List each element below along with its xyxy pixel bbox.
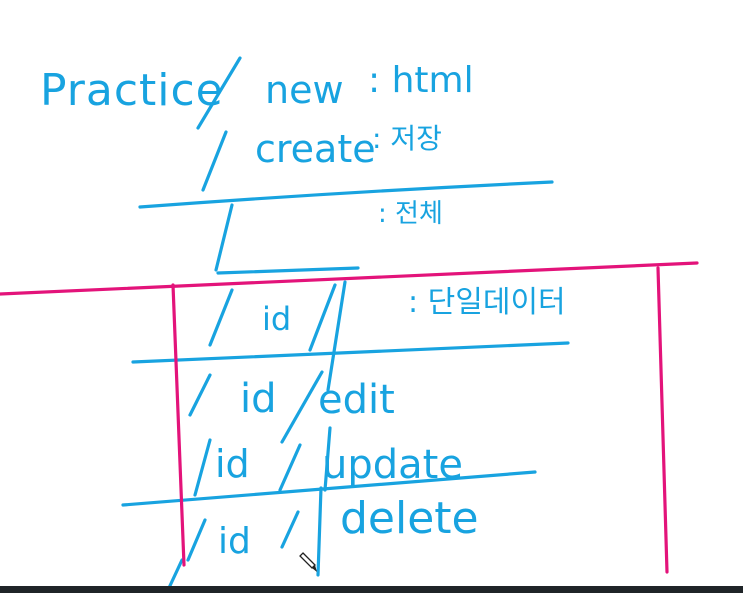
slash-stroke bbox=[323, 426, 332, 492]
divider-line bbox=[131, 341, 570, 364]
id-update-label: id bbox=[215, 442, 250, 486]
id-delete-label: id bbox=[218, 521, 251, 562]
save-label: : 저장 bbox=[372, 122, 442, 155]
update-label: update bbox=[322, 442, 463, 488]
slash-stroke bbox=[214, 203, 234, 272]
slash-stroke bbox=[188, 373, 212, 417]
slash-stroke bbox=[201, 130, 228, 192]
edit-label: edit bbox=[318, 377, 395, 423]
pen-cursor-icon bbox=[299, 552, 317, 572]
all-label: : 전체 bbox=[378, 199, 443, 229]
slash-stroke bbox=[308, 283, 337, 352]
slash-stroke bbox=[208, 288, 234, 347]
taskbar bbox=[0, 586, 743, 593]
slash-stroke bbox=[193, 438, 212, 497]
practice-label: Practice bbox=[40, 65, 224, 116]
new-label: new bbox=[265, 68, 344, 112]
slash-stroke bbox=[278, 443, 302, 492]
html-label: : html bbox=[368, 60, 474, 101]
create-label: create bbox=[255, 127, 376, 171]
single-data-label: : 단일데이터 bbox=[408, 285, 566, 320]
delete-label: delete bbox=[340, 493, 479, 544]
id-single-label: id bbox=[262, 300, 291, 338]
highlight-box bbox=[0, 261, 699, 296]
id-edit-label: id bbox=[240, 376, 277, 422]
slash-stroke bbox=[186, 518, 207, 562]
slash-stroke bbox=[280, 370, 324, 444]
divider-line bbox=[216, 266, 360, 275]
divider-line bbox=[121, 470, 537, 507]
slash-stroke bbox=[166, 558, 184, 592]
highlight-box bbox=[656, 266, 669, 574]
highlight-box bbox=[171, 283, 186, 567]
slash-stroke bbox=[326, 280, 347, 392]
slash-stroke bbox=[316, 486, 323, 577]
slash-stroke bbox=[196, 56, 242, 130]
slash-stroke bbox=[280, 510, 300, 549]
divider-line bbox=[138, 180, 554, 209]
